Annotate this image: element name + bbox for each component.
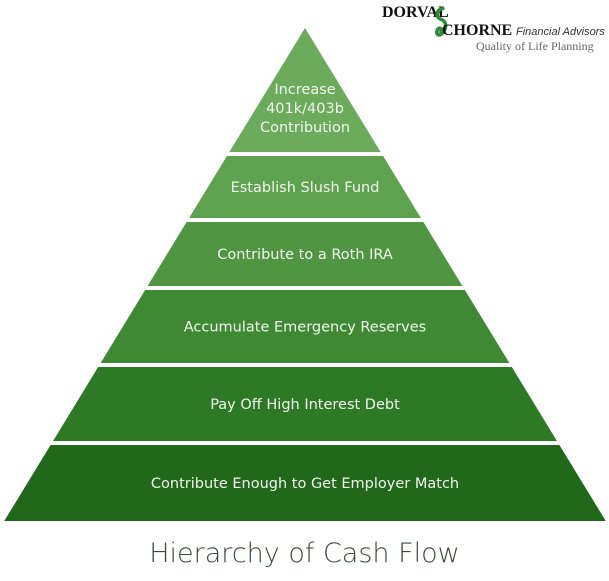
- logo-financial-advisors: Financial Advisors: [516, 26, 605, 38]
- company-logo: DORVAL CHORNE Financial Advisors Quality…: [380, 4, 609, 54]
- pyramid-level-5: Pay Off High Interest Debt: [53, 367, 557, 441]
- pyramid-level-label: Contribute to a Roth IRA: [217, 247, 393, 263]
- pyramid-band: [147, 222, 463, 286]
- pyramid-level-label: Contribute Enough to Get Employer Match: [151, 476, 459, 492]
- pyramid-level-6: Contribute Enough to Get Employer Match: [4, 445, 606, 521]
- pyramid-band: [4, 445, 606, 521]
- logo-dorval: DORVAL: [382, 4, 449, 21]
- pyramid-level-label: Pay Off High Interest Debt: [210, 397, 400, 413]
- logo-hook-icon: [435, 6, 448, 37]
- logo-chorne: CHORNE: [442, 22, 513, 39]
- pyramid-level-3: Contribute to a Roth IRA: [147, 222, 463, 286]
- pyramid-level-label: Accumulate Emergency Reserves: [184, 320, 426, 336]
- pyramid-band: [100, 290, 510, 363]
- pyramid-band: [189, 156, 421, 218]
- pyramid-level-2: Establish Slush Fund: [189, 156, 421, 218]
- pyramid-level-label: 401k/403b: [266, 101, 344, 117]
- pyramid-level-label: Contribution: [260, 120, 350, 136]
- logo-tagline: Quality of Life Planning: [476, 39, 594, 53]
- pyramid-level-4: Accumulate Emergency Reserves: [100, 290, 510, 363]
- diagram-title: Hierarchy of Cash Flow: [149, 538, 460, 569]
- pyramid-band: [53, 367, 557, 441]
- pyramid-level-label: Increase: [274, 82, 335, 98]
- pyramid-level-label: Establish Slush Fund: [231, 180, 380, 196]
- pyramid-band: [229, 28, 381, 152]
